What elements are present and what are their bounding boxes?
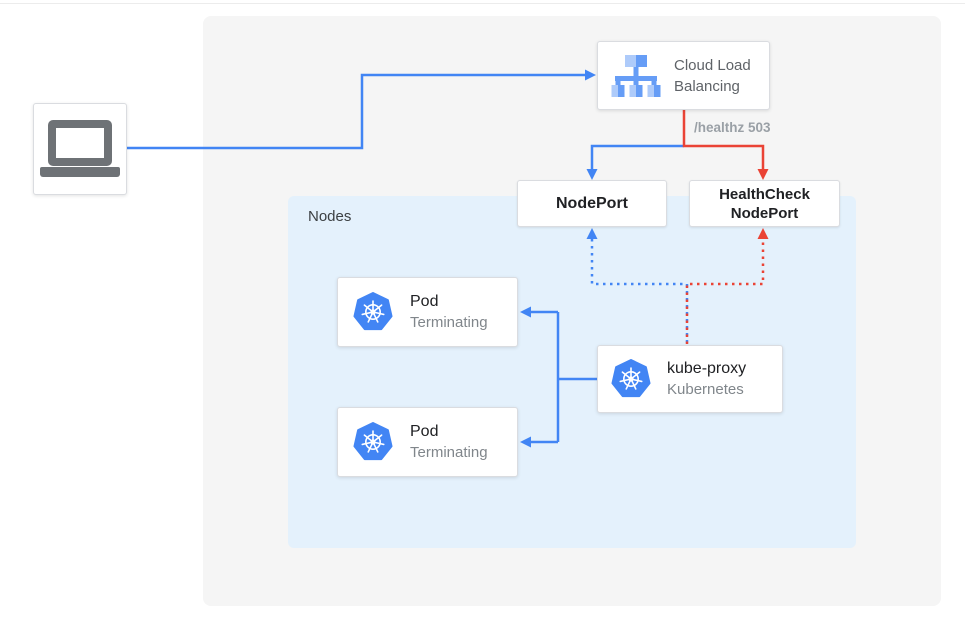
healthcheck-nodeport-label: HealthCheck NodePort — [719, 185, 810, 222]
kube-proxy-subtitle: Kubernetes — [667, 381, 744, 398]
kube-proxy-title: kube-proxy — [667, 360, 747, 377]
kube-proxy-node: kube-proxy Kubernetes — [597, 345, 783, 413]
nodeport-label: NodePort — [556, 194, 628, 212]
nodes-group-label: Nodes — [308, 208, 352, 225]
laptop-icon — [40, 120, 120, 178]
nodeport-node: NodePort — [517, 180, 667, 227]
top-divider — [0, 3, 965, 4]
cloud-load-balancing-node: Cloud Load Balancing — [597, 41, 770, 110]
pod-1-status: Terminating — [410, 314, 488, 331]
kubernetes-icon — [353, 292, 393, 332]
pod-2-node: Pod Terminating — [337, 407, 518, 477]
client-node — [33, 103, 127, 195]
load-balancer-icon — [610, 54, 662, 97]
pod-1-title: Pod — [410, 293, 439, 310]
pod-1-node: Pod Terminating — [337, 277, 518, 347]
healthz-503-label: /healthz 503 — [694, 120, 771, 135]
pod-2-title: Pod — [410, 423, 439, 440]
healthcheck-nodeport-node: HealthCheck NodePort — [689, 180, 840, 227]
pod-2-status: Terminating — [410, 444, 488, 461]
kubernetes-icon — [611, 359, 651, 399]
cloud-load-balancing-label: Cloud Load Balancing — [674, 56, 751, 95]
kubernetes-icon — [353, 422, 393, 462]
